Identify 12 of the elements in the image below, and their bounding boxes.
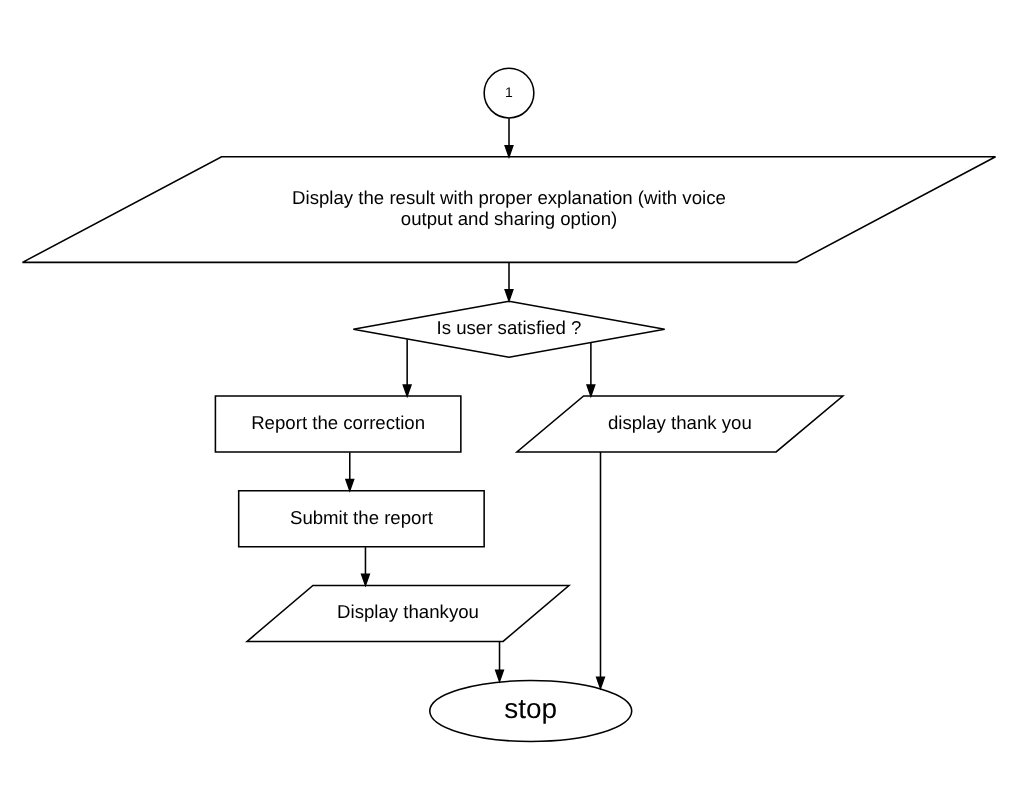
arrow [586, 341, 596, 398]
arrow [504, 261, 514, 302]
node-box: Report the correction [214, 394, 462, 452]
arrow [360, 545, 371, 587]
node-box: Submit the report [237, 488, 485, 547]
arrow [494, 639, 505, 683]
arrow [402, 337, 413, 398]
arrow [504, 116, 514, 158]
node-diamond: Is user satisfied ? [352, 299, 666, 357]
arrow [344, 450, 355, 492]
node-ellipse: stop [429, 678, 633, 742]
arrow [595, 450, 606, 690]
